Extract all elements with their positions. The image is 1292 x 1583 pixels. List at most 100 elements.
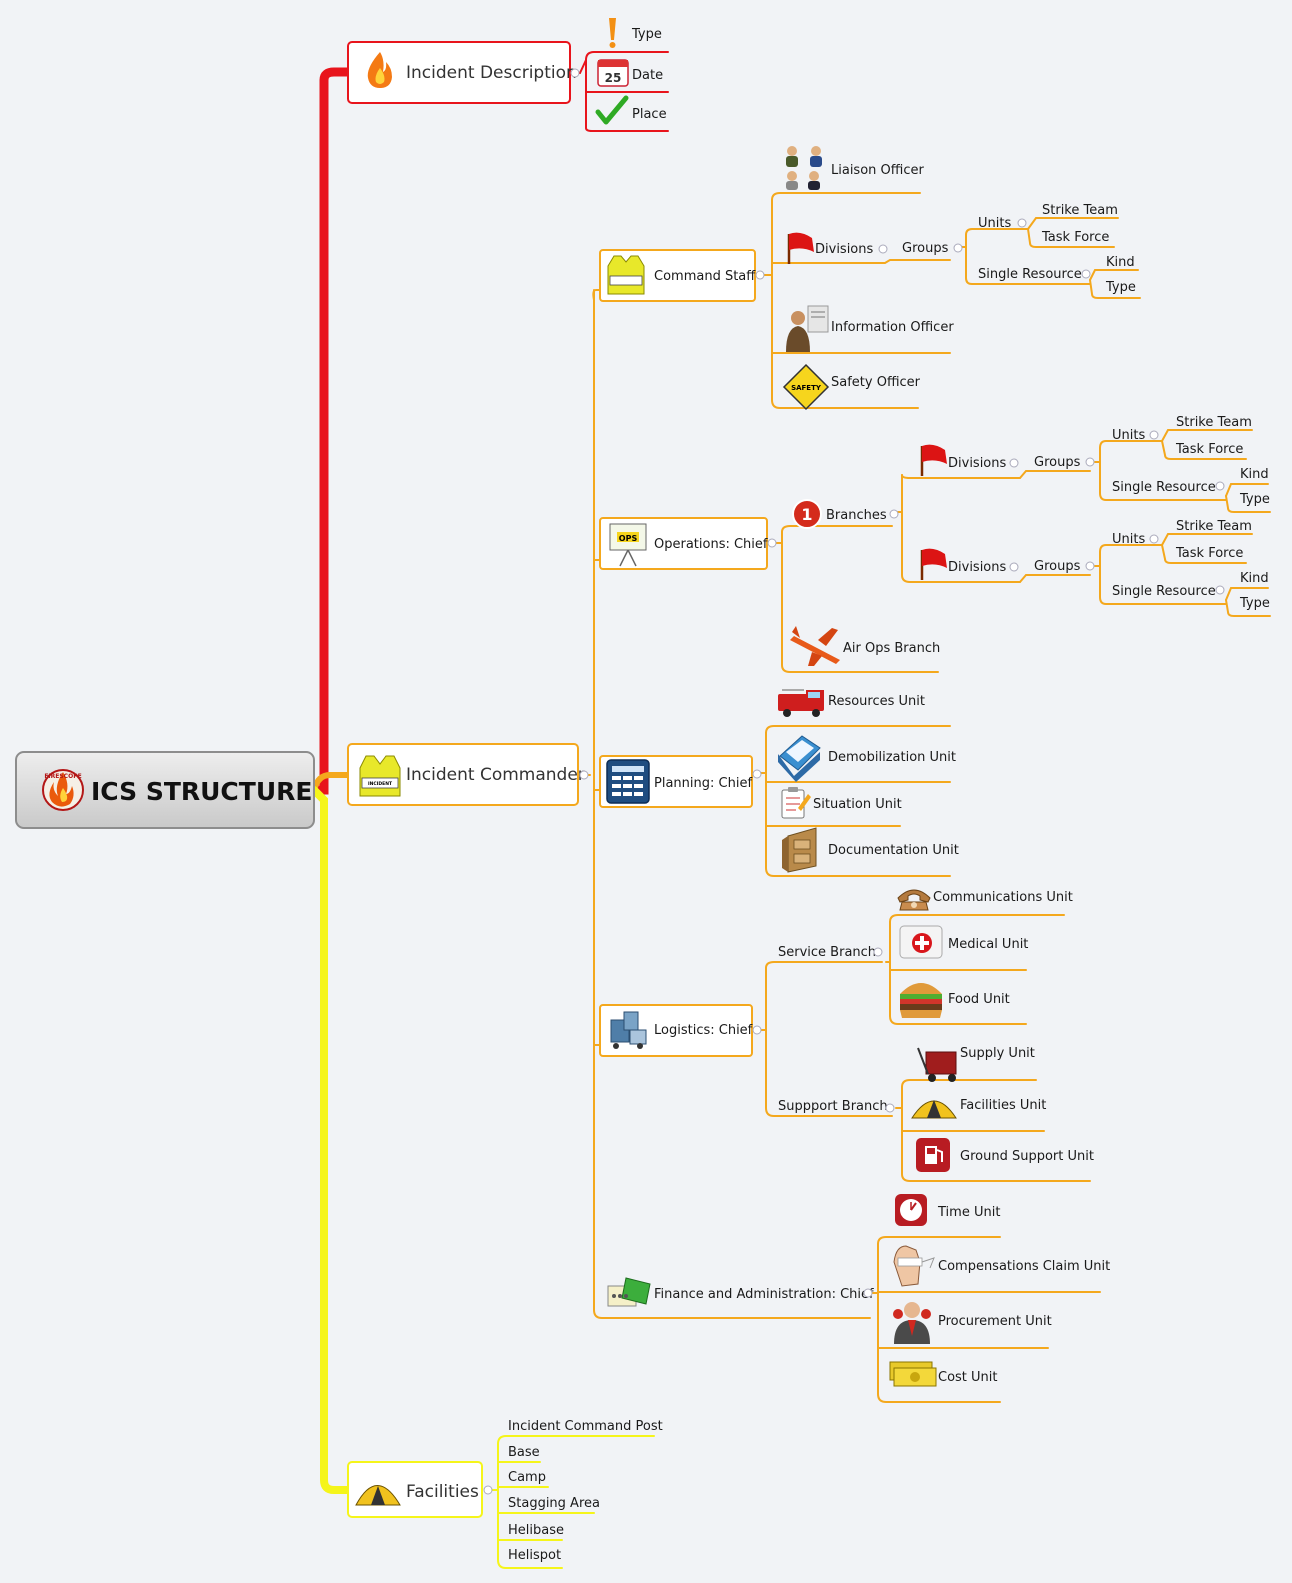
- collapse-toggle[interactable]: [1215, 481, 1225, 491]
- facilities-topic[interactable]: Facilities: [347, 1461, 483, 1518]
- place-label: Place: [632, 107, 667, 122]
- facility-item[interactable]: Stagging Area: [508, 1496, 600, 1511]
- safety-officer-node[interactable]: SAFETY Safety Officer: [782, 363, 921, 411]
- cost-unit-node[interactable]: Cost Unit: [889, 1361, 998, 1387]
- collapse-toggle[interactable]: [579, 770, 589, 780]
- ops-divisions-b-node[interactable]: Divisions: [920, 548, 1007, 580]
- collapse-toggle[interactable]: [1149, 430, 1159, 440]
- ops-a-single-resource-label: Single Resource: [1112, 480, 1216, 495]
- collapse-toggle[interactable]: [1149, 534, 1159, 544]
- ground-support-unit-node[interactable]: Ground Support Unit: [916, 1138, 1094, 1172]
- fire-truck-icon: [778, 689, 824, 717]
- information-officer-node[interactable]: Information Officer: [786, 305, 954, 352]
- logo-text: FIRESCOPE: [44, 773, 81, 780]
- child-date[interactable]: 25 Date: [597, 59, 663, 87]
- food-unit-node[interactable]: Food Unit: [900, 983, 1010, 1018]
- air-ops-branch-node[interactable]: Air Ops Branch: [790, 626, 940, 666]
- information-officer-label: Information Officer: [831, 320, 954, 335]
- cs-groups-label: Groups: [902, 241, 949, 256]
- ops-b-strike-team-label: Strike Team: [1176, 519, 1252, 534]
- child-place[interactable]: Place: [595, 95, 667, 125]
- incident-commander-topic[interactable]: INCIDENT Incident Commander: [347, 743, 585, 806]
- collapse-toggle[interactable]: [873, 947, 883, 957]
- facility-item[interactable]: Helispot: [508, 1548, 561, 1563]
- ops-b-units-label: Units: [1112, 532, 1145, 547]
- ops-a-type-label: Type: [1239, 492, 1270, 507]
- medical-unit-node[interactable]: Medical Unit: [899, 925, 1028, 959]
- collapse-toggle[interactable]: [1009, 562, 1019, 572]
- incident-description-topic[interactable]: Incident Description: [347, 41, 577, 104]
- facilities-unit-node[interactable]: Facilities Unit: [911, 1098, 1046, 1119]
- cost-unit-label: Cost Unit: [938, 1370, 998, 1385]
- situation-unit-label: Situation Unit: [813, 797, 902, 812]
- facility-item[interactable]: Base: [508, 1445, 540, 1460]
- ops-b-single-resource-label: Single Resource: [1112, 584, 1216, 599]
- cs-single-resource-label: Single Resource: [978, 267, 1082, 282]
- medical-unit-label: Medical Unit: [948, 937, 1028, 952]
- collapse-toggle[interactable]: [755, 270, 765, 280]
- collapse-toggle[interactable]: [953, 243, 963, 253]
- root-topic[interactable]: FIRESCOPE ICS STRUCTURE: [15, 751, 315, 829]
- facility-item[interactable]: Incident Command Post: [508, 1419, 663, 1434]
- red-flag-icon: [787, 232, 814, 264]
- cs-kind-label: Kind: [1106, 255, 1135, 270]
- finance-chief-label: Finance and Administration: Chief: [654, 1287, 874, 1302]
- collapse-toggle[interactable]: [889, 509, 899, 519]
- hand-truck-icon: [917, 1047, 957, 1082]
- tent-icon: [355, 1485, 401, 1506]
- command-staff-topic[interactable]: Command Staff: [599, 249, 756, 302]
- exclamation-icon: [609, 18, 616, 48]
- briefcase-icon: [778, 735, 821, 782]
- liaison-officer-node[interactable]: Liaison Officer: [786, 146, 924, 190]
- collapse-toggle[interactable]: [752, 1025, 762, 1035]
- clipboard-icon: [781, 787, 811, 819]
- cs-divisions-node[interactable]: Divisions: [787, 232, 874, 264]
- calendar-icon: 25: [597, 59, 629, 87]
- documentation-unit-node[interactable]: Documentation Unit: [782, 827, 959, 873]
- supply-unit-node[interactable]: Supply Unit: [917, 1046, 1035, 1082]
- telephone-icon: [897, 889, 931, 911]
- collapse-toggle[interactable]: [1009, 458, 1019, 468]
- collapse-toggle[interactable]: [752, 769, 762, 779]
- child-type[interactable]: Type: [609, 18, 662, 48]
- collapse-toggle[interactable]: [483, 1485, 493, 1495]
- time-unit-node[interactable]: Time Unit: [895, 1194, 1000, 1226]
- ops-b-type-label: Type: [1239, 596, 1270, 611]
- logistics-icon: [610, 1011, 647, 1049]
- ops-b-groups-label: Groups: [1034, 559, 1081, 574]
- red-flag-icon: [920, 548, 947, 580]
- collapse-toggle[interactable]: [863, 1288, 873, 1298]
- ops-a-kind-label: Kind: [1240, 467, 1269, 482]
- collapse-toggle[interactable]: [885, 1103, 895, 1113]
- communications-unit-node[interactable]: Communications Unit: [897, 889, 1073, 911]
- ops-divisions-a-node[interactable]: Divisions: [920, 444, 1007, 476]
- collapse-toggle[interactable]: [878, 244, 888, 254]
- demobilization-unit-node[interactable]: Demobilization Unit: [778, 735, 956, 782]
- collapse-toggle[interactable]: [1215, 585, 1225, 595]
- collapse-toggle[interactable]: [1017, 218, 1027, 228]
- collapse-toggle[interactable]: [1085, 457, 1095, 467]
- logistics-chief-topic[interactable]: Logistics: Chief: [599, 1004, 753, 1057]
- collapse-toggle[interactable]: [1081, 269, 1091, 279]
- compensations-claim-unit-node[interactable]: Compensations Claim Unit: [893, 1245, 1110, 1287]
- operations-chief-topic[interactable]: OPS Operations: Chief: [599, 517, 768, 570]
- file-cabinet-icon: [782, 827, 817, 873]
- situation-unit-node[interactable]: Situation Unit: [781, 787, 902, 819]
- planning-chief-topic[interactable]: Planning: Chief: [599, 755, 753, 808]
- collapse-toggle[interactable]: [570, 68, 580, 78]
- collapse-toggle[interactable]: [767, 538, 777, 548]
- collapse-toggle[interactable]: [1085, 561, 1095, 571]
- facility-item[interactable]: Camp: [508, 1470, 546, 1485]
- support-branch-label[interactable]: Suppport Branch: [778, 1099, 888, 1114]
- service-branch-label[interactable]: Service Branch: [778, 945, 876, 960]
- bandaged-hand-icon: [893, 1245, 935, 1287]
- ops-divisions-a-label: Divisions: [948, 456, 1007, 471]
- red-flag-icon: [920, 444, 947, 476]
- branches-node[interactable]: 1 Branches: [792, 499, 887, 529]
- procurement-unit-node[interactable]: Procurement Unit: [893, 1302, 1052, 1344]
- ops-a-units-label: Units: [1112, 428, 1145, 443]
- commander-vest-icon: [607, 255, 645, 295]
- resources-unit-node[interactable]: Resources Unit: [778, 689, 925, 717]
- finance-chief-topic[interactable]: Finance and Administration: Chief: [600, 1273, 874, 1318]
- facility-item[interactable]: Helibase: [508, 1523, 564, 1538]
